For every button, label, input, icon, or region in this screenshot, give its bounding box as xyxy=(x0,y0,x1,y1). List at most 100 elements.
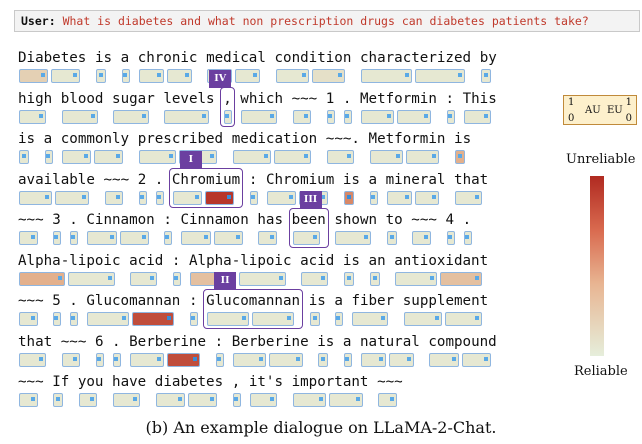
token-reliability-box xyxy=(205,190,235,205)
token-reliability-box xyxy=(241,109,278,124)
token-reliability-box xyxy=(326,109,335,124)
token-marker xyxy=(327,113,332,118)
response-word: 4 xyxy=(445,212,455,228)
token-marker xyxy=(122,316,127,320)
response-word: an xyxy=(368,252,386,269)
response-word: mineral xyxy=(385,171,446,188)
token-marker xyxy=(287,316,292,320)
annotation-badge-III: III xyxy=(299,191,322,209)
legend-au: AU xyxy=(585,105,601,116)
token-reliability-box xyxy=(403,312,442,326)
response-word: : xyxy=(171,252,181,269)
token-marker xyxy=(30,316,35,320)
response-word: . xyxy=(462,212,472,228)
token-reliability-box xyxy=(93,150,124,164)
token-marker xyxy=(475,316,480,320)
token-marker xyxy=(301,73,306,77)
token-reliability-box xyxy=(53,393,64,407)
token-reliability-box xyxy=(19,352,47,367)
token-marker xyxy=(346,275,351,280)
token-reliability-box xyxy=(113,109,149,124)
response-word: is xyxy=(18,131,36,147)
response-word: 1 xyxy=(325,90,335,107)
response-word: been xyxy=(291,212,326,228)
token-reliability-box xyxy=(164,109,209,124)
token-marker xyxy=(116,154,121,158)
token-reliability-box xyxy=(318,352,329,367)
token-reliability-box xyxy=(155,393,185,407)
token-marker xyxy=(346,154,351,158)
colorbar-bottom-label: Reliable xyxy=(574,364,628,379)
token-marker xyxy=(483,113,488,118)
response-word: a xyxy=(43,131,53,147)
token-reliability-box xyxy=(292,393,327,407)
token-marker xyxy=(432,154,437,158)
token-marker xyxy=(430,275,435,280)
token-reliability-box xyxy=(95,352,104,367)
token-marker xyxy=(483,356,488,361)
token-reliability-box xyxy=(378,393,397,407)
token-marker xyxy=(336,316,341,320)
au-eu-legend: 1 1 AU EU 0 0 xyxy=(563,95,637,125)
token-reliability-box xyxy=(87,231,117,245)
token-marker xyxy=(250,194,255,199)
response-word: 2 xyxy=(137,171,147,188)
response-word: sugar xyxy=(112,90,155,107)
token-marker xyxy=(346,194,351,199)
token-reliability-box xyxy=(224,109,233,124)
token-marker xyxy=(319,397,324,401)
token-reliability-box xyxy=(446,231,455,245)
token-reliability-box xyxy=(53,312,62,326)
token-marker xyxy=(338,73,343,77)
token-reliability-box xyxy=(19,312,38,326)
response-word: ~~~ xyxy=(18,212,44,228)
token-reliability-box xyxy=(352,312,389,326)
token-reliability-box xyxy=(386,231,397,245)
token-reliability-box xyxy=(326,150,354,164)
response-word: diabetes xyxy=(154,374,224,390)
token-reliability-box xyxy=(343,271,354,286)
token-marker xyxy=(156,194,161,199)
response-word: Cinnamon xyxy=(86,212,155,228)
token-marker xyxy=(54,316,59,320)
token-reliability-box xyxy=(138,190,147,205)
token-marker xyxy=(344,356,349,361)
token-marker xyxy=(344,113,349,118)
token-reliability-box xyxy=(273,150,312,164)
token-marker xyxy=(99,73,104,77)
response-word: you xyxy=(77,374,104,390)
legend-top-left: 1 xyxy=(568,97,575,108)
highlight-box-I xyxy=(168,167,244,208)
token-marker xyxy=(30,397,35,401)
token-marker xyxy=(235,235,240,239)
token-reliability-box xyxy=(343,352,352,367)
token-marker xyxy=(458,154,463,158)
response-word: a xyxy=(368,171,378,188)
token-marker xyxy=(195,194,200,199)
token-reliability-box xyxy=(172,271,181,286)
token-marker xyxy=(270,113,275,118)
annotation-badge-IV: IV xyxy=(209,69,232,88)
response-word: . xyxy=(112,333,121,350)
token-reliability-box xyxy=(266,190,297,205)
response-word: : xyxy=(163,212,172,228)
token-marker xyxy=(321,275,326,280)
token-reliability-box xyxy=(343,109,352,124)
token-reliability-box xyxy=(292,109,312,124)
token-reliability-box xyxy=(395,271,438,286)
token-marker xyxy=(156,356,161,361)
token-marker xyxy=(216,356,221,361)
token-marker xyxy=(177,397,182,401)
token-marker xyxy=(45,154,50,158)
token-reliability-box xyxy=(188,393,218,407)
highlight-box-IV xyxy=(220,86,235,127)
token-reliability-box xyxy=(132,312,175,326)
response-word: fiber xyxy=(351,293,395,309)
response-word: ~~~ xyxy=(291,90,318,107)
token-marker xyxy=(381,316,386,320)
response-word: : xyxy=(445,90,455,107)
token-marker xyxy=(432,194,437,199)
token-marker xyxy=(447,235,452,239)
token-marker xyxy=(263,154,268,158)
